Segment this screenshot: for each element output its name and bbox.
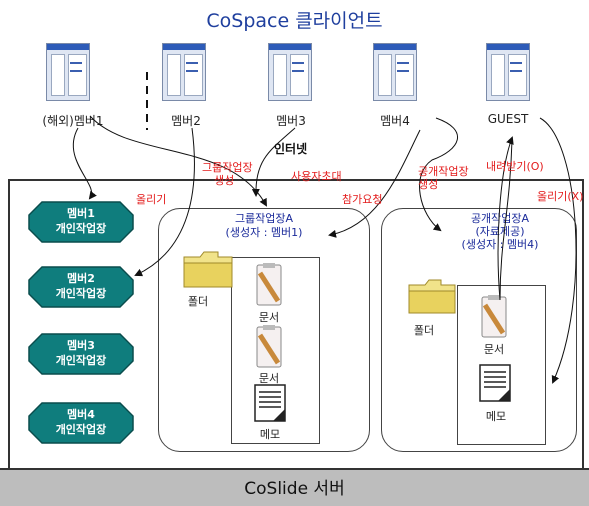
client-label-member3: 멤버3 <box>276 114 306 128</box>
group-doc2-label: 문서 <box>258 372 280 385</box>
arrow-guest-download <box>499 139 513 301</box>
arrow-member1-create-group <box>89 115 267 207</box>
document-icon <box>481 295 507 338</box>
public-doc-label: 문서 <box>483 343 505 356</box>
group-workspace-title: 그룹작업장A <box>234 212 294 225</box>
action-label-download: 내려받기(O) <box>486 160 544 173</box>
group-doc1-label: 문서 <box>258 311 280 324</box>
octagon-shape <box>28 266 134 308</box>
client-window-member2 <box>162 43 206 101</box>
personal-workspace-member4: 멤버4 개인작업장 <box>28 402 134 444</box>
client-label-member2: 멤버2 <box>171 114 201 128</box>
client-label-member4: 멤버4 <box>380 114 410 128</box>
arrow-guest-download-return <box>497 136 514 301</box>
action-label-join: 참가요청 <box>342 193 383 206</box>
action-label-create-public-1: 공개작업장 <box>418 165 469 178</box>
workspace-type: 개인작업장 <box>55 222 107 235</box>
arrow-member1-upload <box>72 127 97 200</box>
client-window-member4 <box>373 43 417 101</box>
octagon-shape <box>28 402 134 444</box>
workspace-owner: 멤버3 <box>67 339 95 352</box>
arrow-member2-upload <box>134 127 195 277</box>
document-icon <box>256 263 282 306</box>
action-label-create-group-2: 생성 <box>214 174 235 187</box>
personal-workspace-member2: 멤버2 개인작업장 <box>28 266 134 308</box>
arrow-guest-upload <box>539 117 577 384</box>
action-label-upload: 올리기 <box>136 193 167 206</box>
group-folder-label: 폴더 <box>187 295 209 308</box>
workspace-type: 개인작업장 <box>55 423 107 436</box>
public-workspace-creator: (생성자 : 멤버4) <box>461 238 539 251</box>
folder-icon <box>183 251 233 288</box>
workspace-type: 개인작업장 <box>55 354 107 367</box>
folder-icon <box>408 279 456 314</box>
internet-label: 인터넷 <box>274 142 308 156</box>
server-label: CoSlide 서버 <box>244 479 345 499</box>
client-label-member1: (해외)멤버1 <box>42 114 104 128</box>
action-label-upload-x: 올리기(X) <box>537 190 584 203</box>
workspace-owner: 멤버1 <box>67 207 95 220</box>
memo-icon <box>479 364 511 402</box>
personal-workspace-member3: 멤버3 개인작업장 <box>28 333 134 375</box>
client-window-guest <box>486 43 530 101</box>
client-label-guest: GUEST <box>487 112 529 126</box>
client-window-member3 <box>268 43 312 101</box>
public-workspace-subtitle: (자료제공) <box>475 225 525 238</box>
public-workspace-title: 공개작업장A <box>470 212 530 225</box>
personal-workspace-member1: 멤버1 개인작업장 <box>28 201 134 243</box>
document-icon <box>256 325 282 368</box>
memo-icon <box>254 384 286 422</box>
octagon-shape <box>28 201 134 243</box>
arrow-member3-invite <box>251 127 296 197</box>
action-label-create-group-1: 그룹작업장 <box>202 161 253 174</box>
arrow-member4-create-public <box>419 117 458 232</box>
diagram-title: CoSpace 클라이언트 <box>206 10 383 32</box>
action-label-create-public-2: 생성 <box>418 178 439 191</box>
workspace-owner: 멤버2 <box>67 272 95 285</box>
octagon-shape <box>28 333 134 375</box>
client-window-member1 <box>46 43 90 101</box>
arrow-member4-join <box>328 129 421 238</box>
public-memo-label: 메모 <box>485 410 507 423</box>
group-workspace-creator: (생성자 : 멤버1) <box>225 226 303 239</box>
public-folder-label: 폴더 <box>413 324 435 337</box>
workspace-owner: 멤버4 <box>67 408 95 421</box>
group-memo-label: 메모 <box>259 428 281 441</box>
action-label-invite: 사용자초대 <box>291 170 342 183</box>
workspace-type: 개인작업장 <box>55 287 107 300</box>
server-bar <box>0 468 589 506</box>
